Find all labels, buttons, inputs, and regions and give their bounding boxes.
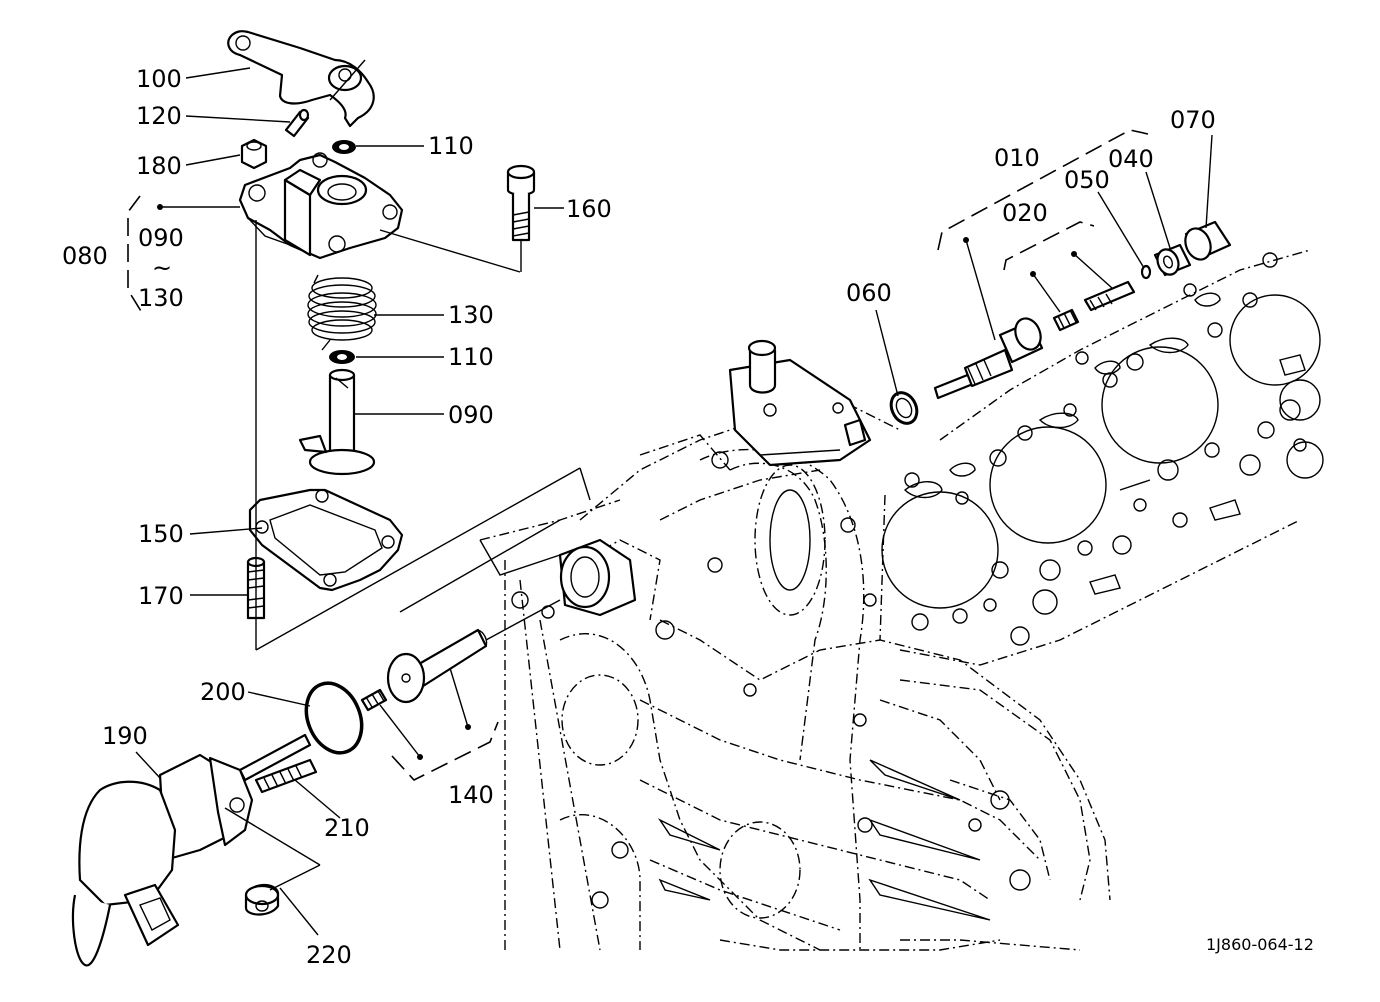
callout-range-tilde: ~ bbox=[152, 254, 172, 282]
callout-010: 010 bbox=[994, 144, 1040, 172]
callout-220: 220 bbox=[306, 941, 352, 969]
callout-160: 160 bbox=[566, 195, 612, 223]
part-220-nut bbox=[244, 883, 280, 916]
part-140-spring bbox=[360, 688, 388, 712]
bracket-020 bbox=[1003, 221, 1095, 271]
assembly-center-lines bbox=[255, 220, 591, 651]
part-120-pin bbox=[284, 108, 310, 138]
lower-center-lines bbox=[224, 807, 321, 891]
part-070-cap bbox=[1184, 220, 1232, 261]
part-200-oring bbox=[304, 681, 364, 755]
part-060-washer bbox=[889, 391, 919, 425]
part-130-spring bbox=[307, 274, 377, 351]
part-190-actuator bbox=[71, 733, 312, 967]
callout-090: 090 bbox=[448, 401, 494, 429]
part-100-lever bbox=[227, 30, 375, 128]
head-gasket bbox=[879, 249, 1324, 666]
callout-140: 140 bbox=[448, 781, 494, 809]
callout-180: 180 bbox=[136, 152, 182, 180]
part-150-gasket bbox=[248, 488, 404, 592]
part-040-fitting bbox=[1153, 243, 1192, 277]
callout-040: 040 bbox=[1108, 145, 1154, 173]
part-090-shaft bbox=[298, 368, 376, 476]
callout-200: 200 bbox=[200, 678, 246, 706]
bracket-080 bbox=[127, 195, 145, 317]
callout-130: 130 bbox=[448, 301, 494, 329]
callout-190: 190 bbox=[102, 722, 148, 750]
callout-130-range-end: 130 bbox=[138, 284, 184, 312]
callout-110-bottom: 110 bbox=[448, 343, 494, 371]
part-010-plunger bbox=[933, 317, 1044, 400]
callout-070: 070 bbox=[1170, 106, 1216, 134]
part-080-housing bbox=[238, 152, 404, 260]
leader-lines bbox=[135, 67, 1213, 936]
callout-080: 080 bbox=[62, 242, 108, 270]
callout-110-top: 110 bbox=[428, 132, 474, 160]
callout-210: 210 bbox=[324, 814, 370, 842]
callout-150: 150 bbox=[138, 520, 184, 548]
part-050-ring bbox=[1140, 264, 1152, 280]
bracket-140 bbox=[391, 721, 499, 781]
callout-060: 060 bbox=[846, 279, 892, 307]
bracket-010 bbox=[937, 129, 1149, 251]
part-160-bolt bbox=[506, 164, 536, 242]
engine-block-outline bbox=[479, 339, 1111, 951]
part-140-shaft bbox=[386, 519, 561, 704]
callout-120: 120 bbox=[136, 102, 182, 130]
part-180-nut bbox=[240, 138, 268, 170]
part-110-washer-top bbox=[332, 140, 356, 154]
part-110-washer-bottom bbox=[329, 350, 355, 364]
callout-020: 020 bbox=[1002, 199, 1048, 227]
part-210-stud bbox=[254, 758, 318, 794]
callout-050: 050 bbox=[1064, 166, 1110, 194]
part-020-spring bbox=[1052, 280, 1136, 332]
drawing-code: 1J860-064-12 bbox=[1206, 935, 1314, 954]
callout-170: 170 bbox=[138, 582, 184, 610]
callout-100: 100 bbox=[136, 65, 182, 93]
callout-090-range-start: 090 bbox=[138, 224, 184, 252]
